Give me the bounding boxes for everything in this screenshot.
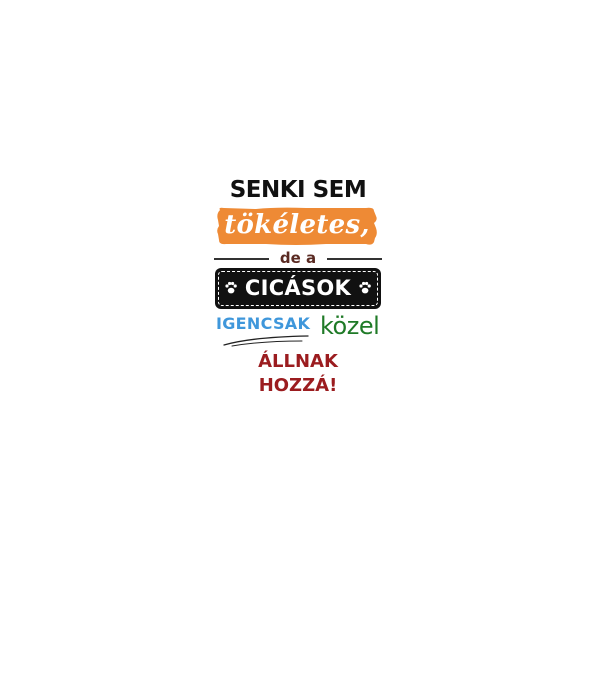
de-a-row: de a	[214, 248, 382, 268]
quote-line-allnak-hozza: ÁLLNAK HOZZÁ!	[258, 351, 338, 396]
quote-design: SENKI SEM tökéletes, de a CICÁSOK IGENCS…	[214, 176, 382, 396]
divider-right	[327, 258, 382, 260]
black-stitched-banner: CICÁSOK	[215, 268, 381, 309]
stitched-border	[218, 271, 378, 306]
quote-line-senki-sem: SENKI SEM	[229, 177, 367, 203]
quote-line-de-a: de a	[279, 249, 317, 267]
quote-line-cicasok: CICÁSOK	[244, 276, 352, 300]
quote-line-tokeletes: tökéletes,	[224, 210, 370, 240]
orange-brush-banner: tökéletes,	[216, 206, 378, 246]
paw-icon	[225, 281, 237, 294]
orange-brush-shape	[217, 207, 377, 245]
quote-line-igencsak: IGENCSAK	[216, 314, 311, 333]
quote-line-kozel: közel	[320, 312, 380, 340]
paw-icon	[359, 281, 371, 294]
divider-left	[214, 258, 269, 260]
swoosh-underline-icon	[223, 335, 309, 347]
